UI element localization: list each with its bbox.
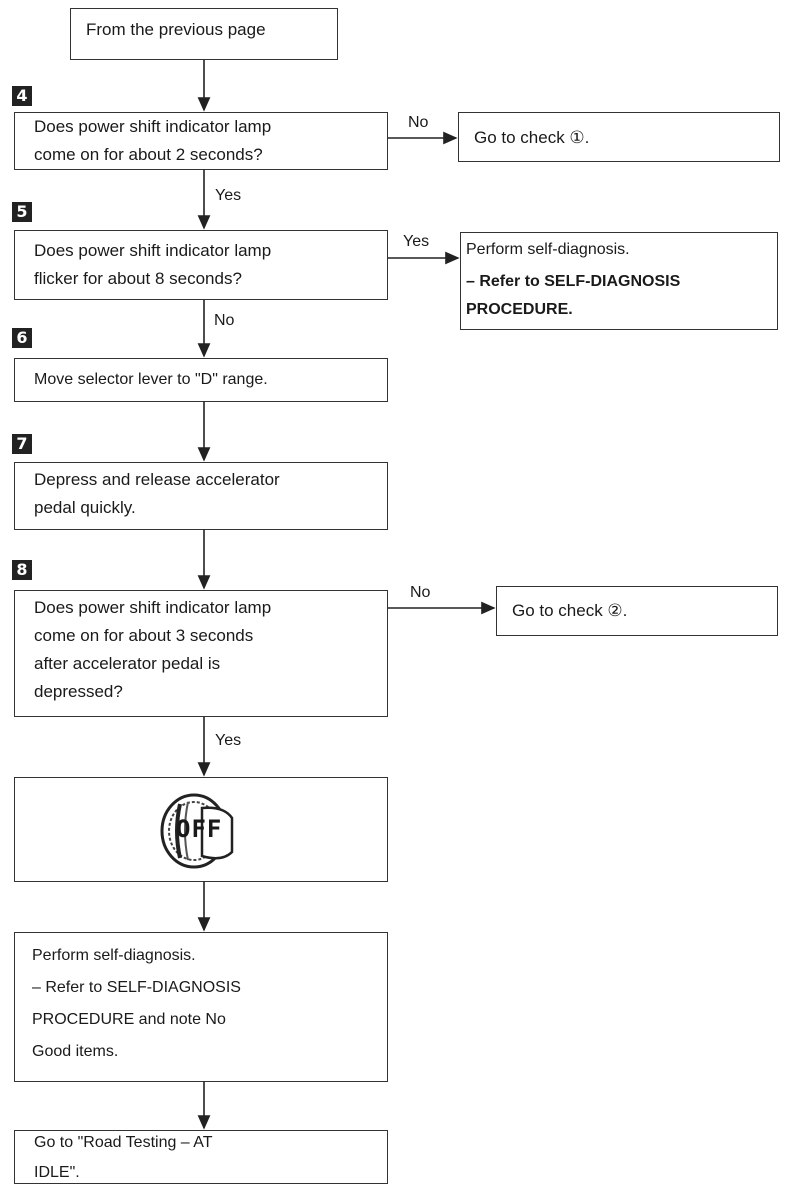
- check-2-text: Go to check ②.: [512, 601, 628, 620]
- label-no-4: No: [408, 114, 429, 131]
- step-5-badge: 5: [12, 202, 32, 222]
- check-1-text: Go to check ①.: [474, 128, 590, 147]
- previous-page-box: [70, 8, 338, 60]
- move-selector-text: Move selector lever to "D" range.: [34, 371, 268, 388]
- self-diagnosis-a-box: [460, 232, 778, 330]
- label-no-5: No: [214, 312, 235, 329]
- question-5-box: [14, 230, 388, 300]
- ignition-key-icon: [160, 793, 234, 869]
- self-diagnosis-b-box: [14, 932, 388, 1082]
- label-yes-5: Yes: [403, 233, 430, 250]
- check-2-box: [496, 586, 778, 636]
- label-yes-8: Yes: [215, 732, 242, 749]
- label-no-8: No: [410, 584, 431, 601]
- road-testing-box: [14, 1130, 388, 1184]
- check-1-box: [458, 112, 780, 162]
- road-testing-text: Go to "Road Testing – AT IDLE".: [34, 1134, 213, 1181]
- move-selector-box: [14, 358, 388, 402]
- self-diagnosis-a-line2: – Refer to SELF-DIAGNOSIS PROCEDURE.: [466, 273, 681, 318]
- question-8-box: [14, 590, 388, 717]
- depress-pedal-box: [14, 462, 388, 530]
- previous-page-text: From the previous page: [86, 20, 266, 39]
- step-4-badge: 4: [12, 86, 32, 106]
- step-7-badge: 7: [12, 434, 32, 454]
- label-yes-4: Yes: [215, 187, 242, 204]
- ignition-off-label: OFF: [176, 815, 223, 843]
- question-4-box: [14, 112, 388, 170]
- question-8-text: Does power shift indicator lamp come on …: [34, 598, 272, 701]
- step-8-badge: 8: [12, 560, 32, 580]
- self-diagnosis-a-line1: Perform self-diagnosis.: [466, 241, 630, 258]
- depress-pedal-text: Depress and release accelerator pedal qu…: [34, 470, 280, 517]
- self-diagnosis-b-text: Perform self-diagnosis. – Refer to SELF-…: [32, 947, 241, 1060]
- question-4-text: Does power shift indicator lamp come on …: [34, 117, 272, 164]
- question-5-text: Does power shift indicator lamp flicker …: [34, 241, 272, 288]
- step-6-badge: 6: [12, 328, 32, 348]
